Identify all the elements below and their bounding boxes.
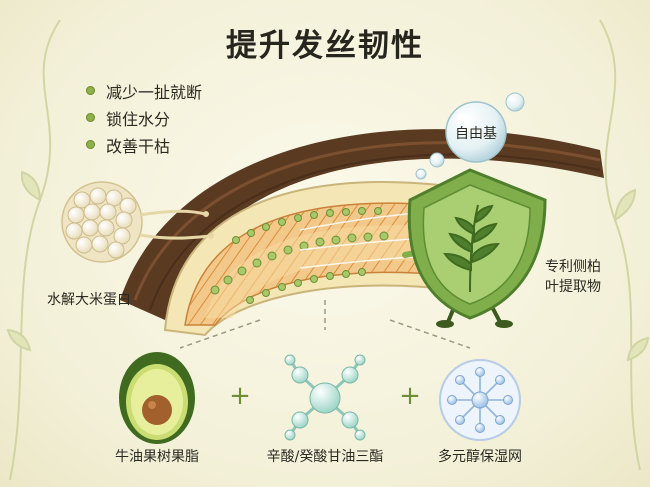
bullet-dot-icon	[86, 86, 95, 95]
benefit-label: 减少一扯就断	[106, 82, 203, 102]
ingredient-label-avocado: 牛油果树果脂	[115, 449, 199, 465]
ester-molecule-icon	[284, 354, 366, 441]
connector-lines	[179, 300, 471, 349]
hair-cross-section	[163, 181, 457, 337]
page-title: 提升发丝韧性	[226, 28, 424, 64]
polyol-network-icon	[439, 359, 521, 441]
free-radical-label: 自由基	[455, 126, 497, 142]
plus-sign-1: +	[229, 381, 251, 411]
benefit-item: 改善干枯	[86, 131, 202, 158]
bullet-dot-icon	[86, 140, 95, 149]
plus-sign-2: +	[399, 381, 421, 411]
bullet-dot-icon	[86, 113, 95, 122]
benefit-label: 改善干枯	[106, 136, 171, 156]
ingredient-label-ester: 辛酸/癸酸甘油三酯	[266, 449, 384, 465]
hair-strand	[120, 129, 604, 320]
decorative-vines	[6, 19, 650, 481]
cypress-label-line1: 专利侧柏	[545, 259, 601, 275]
cypress-label-line2: 叶提取物	[545, 279, 601, 295]
free-radical-bubble-icon	[415, 92, 525, 180]
shield-icon	[402, 168, 547, 328]
benefit-label: 锁住水分	[106, 109, 171, 129]
cypress-leaf-icon	[443, 204, 500, 293]
avocado-icon	[119, 352, 195, 444]
rice-protein-label: 水解大米蛋白	[47, 292, 131, 308]
rice-protein-cluster-icon	[61, 181, 214, 263]
ingredient-label-polyol: 多元醇保湿网	[438, 449, 522, 465]
benefit-list: 减少一扯就断 锁住水分 改善干枯	[86, 77, 202, 158]
benefit-item: 减少一扯就断	[86, 77, 202, 104]
benefit-item: 锁住水分	[86, 104, 202, 131]
